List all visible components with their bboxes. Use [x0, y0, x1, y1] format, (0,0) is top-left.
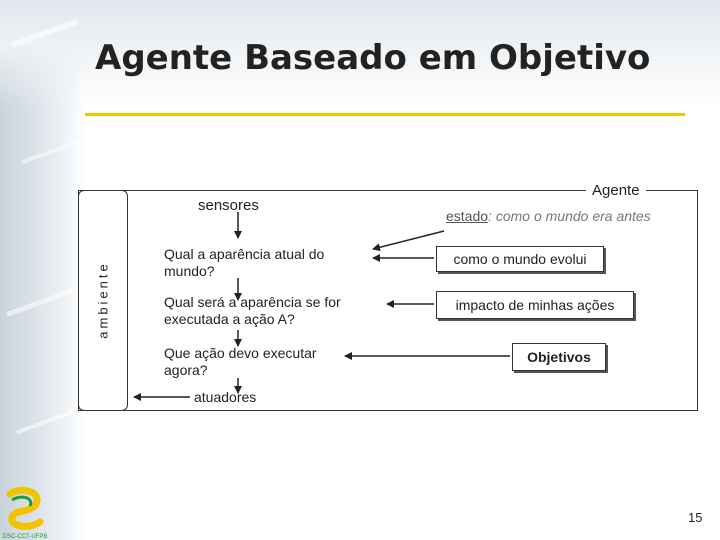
- logo-text: DSC-CCT-UFPB: [3, 534, 48, 540]
- slide-title: Agente Baseado em Objetivo: [95, 38, 651, 78]
- question-line: agora?: [164, 362, 208, 378]
- sensors-label: sensores: [198, 197, 259, 214]
- goals-box: Objetivos: [512, 343, 606, 371]
- question-line: Qual a aparência atual do: [164, 246, 325, 262]
- state-prefix: estado: [446, 208, 489, 224]
- question-line: mundo?: [164, 263, 215, 279]
- question-future-world: Qual será a aparência se for executada a…: [164, 294, 341, 328]
- action-impact-box: impacto de minhas ações: [436, 291, 634, 319]
- arrow-state-to-perception: [372, 230, 445, 252]
- page-number: 15: [688, 510, 703, 525]
- question-next-action: Que ação devo executar agora?: [164, 345, 317, 379]
- question-current-world: Qual a aparência atual do mundo?: [164, 246, 324, 280]
- institution-logo: DSC-CCT-UFPB: [3, 486, 48, 540]
- title-underline: [85, 113, 685, 116]
- question-line: Que ação devo executar: [164, 345, 317, 361]
- agent-label: Agente: [586, 182, 646, 199]
- state-label: estado: como o mundo era antes: [446, 208, 651, 224]
- state-suffix: : como o mundo era antes: [488, 208, 651, 224]
- world-evolves-box: como o mundo evolui: [436, 246, 604, 272]
- background-top-panel: [0, 0, 720, 110]
- question-line: executada a ação A?: [164, 311, 295, 327]
- question-line: Qual será a aparência se for: [164, 294, 341, 310]
- environment-box: [78, 190, 128, 411]
